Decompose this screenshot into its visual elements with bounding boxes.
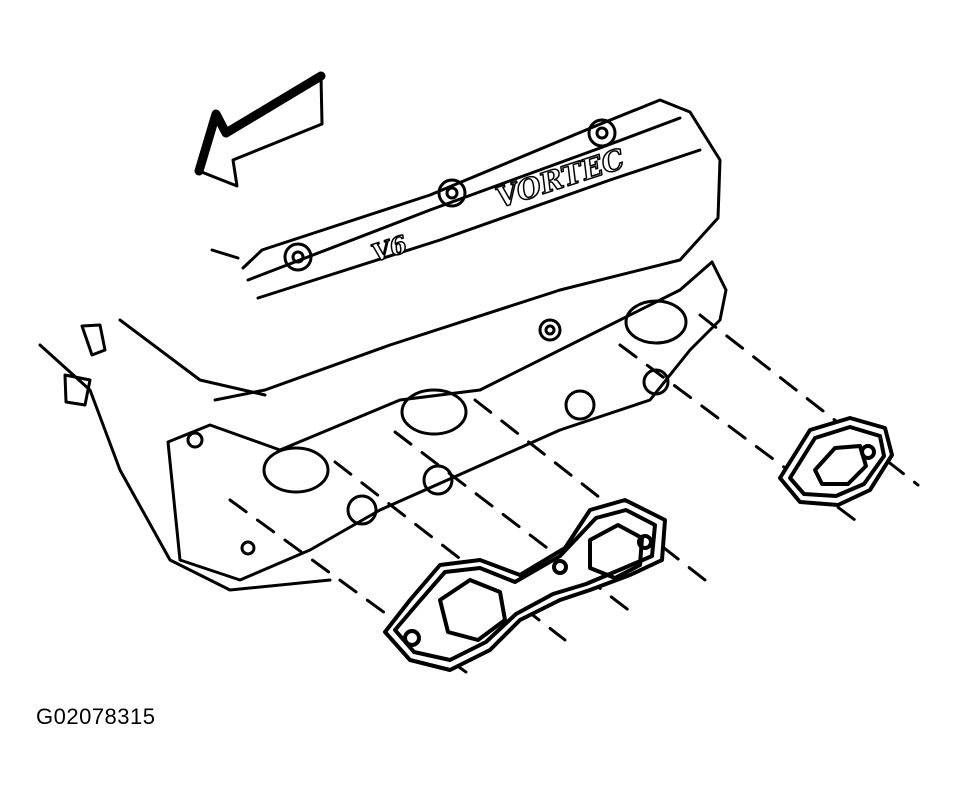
single-port-gasket xyxy=(778,416,894,507)
cylinder-head xyxy=(38,98,722,592)
direction-arrow-icon xyxy=(194,71,326,188)
vortec-label: VORTEC xyxy=(492,142,629,215)
figure-id: G02078315 xyxy=(36,704,156,729)
exhaust-port-face xyxy=(166,260,728,582)
v6-label: V6 xyxy=(368,229,411,268)
dual-port-gasket xyxy=(383,498,667,672)
